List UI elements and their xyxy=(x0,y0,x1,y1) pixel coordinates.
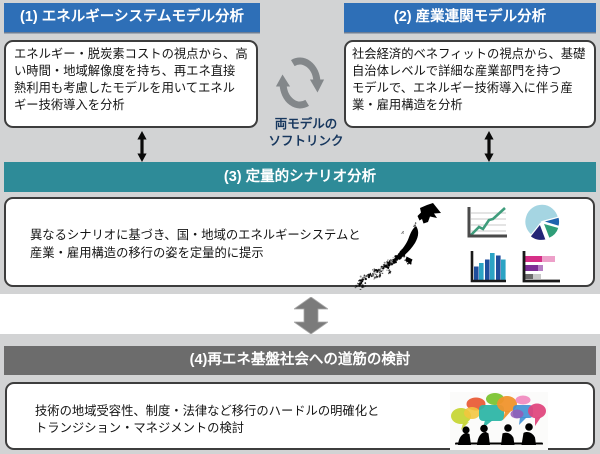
double-block-arrow-icon xyxy=(294,297,328,334)
double-arrow-left-icon xyxy=(137,131,147,162)
pie-chart-icon xyxy=(524,203,561,241)
input-output-model-box: 社会経済的ベネフィットの視点から、基礎自治体レベルで詳細な産業部門を持つモデルで… xyxy=(344,40,596,128)
line-chart-icon xyxy=(467,207,507,238)
header-quantitative-scenario: (3) 定量的シナリオ分析 xyxy=(4,162,596,192)
energy-system-model-box: エネルギー・脱炭素コストの視点から、高い時間・地域解像度を持ち、再エネ直接熱利用… xyxy=(4,40,258,128)
pathway-text: 技術の地域受容性、制度・法律など移行のハードルの明確化とトランジション・マネジメ… xyxy=(35,404,380,435)
header-input-output-model: (2) 産業連関モデル分析 xyxy=(344,3,596,32)
double-arrow-right-icon xyxy=(484,131,494,162)
soft-link-label: 両モデルのソフトリンク xyxy=(268,117,344,148)
scenario-text: 異なるシナリオに基づき、国・地域のエネルギーシステムと産業・雇用構造の移行の姿を… xyxy=(30,228,361,260)
bar-chart-icon xyxy=(470,251,506,283)
discussion-people-image xyxy=(450,392,548,450)
sync-arrows-icon xyxy=(275,57,325,109)
header-energy-system-model: (1) エネルギーシステムモデル分析 xyxy=(4,3,260,32)
japan-map-speckles xyxy=(354,222,417,290)
energy-system-model-text: エネルギー・脱炭素コストの視点から、高い時間・地域解像度を持ち、再エネ直接熱利用… xyxy=(14,47,248,112)
white-band xyxy=(0,294,600,334)
header-pathway-study: (4)再エネ基盤社会への道筋の検討 xyxy=(4,346,596,375)
japan-map xyxy=(354,203,441,290)
pathway-box: 技術の地域受容性、制度・法律など移行のハードルの明確化とトランジション・マネジメ… xyxy=(5,382,595,450)
horizontal-bar-chart-icon xyxy=(522,251,560,283)
input-output-model-text: 社会経済的ベネフィットの視点から、基礎自治体レベルで詳細な産業部門を持つモデルで… xyxy=(352,47,586,112)
